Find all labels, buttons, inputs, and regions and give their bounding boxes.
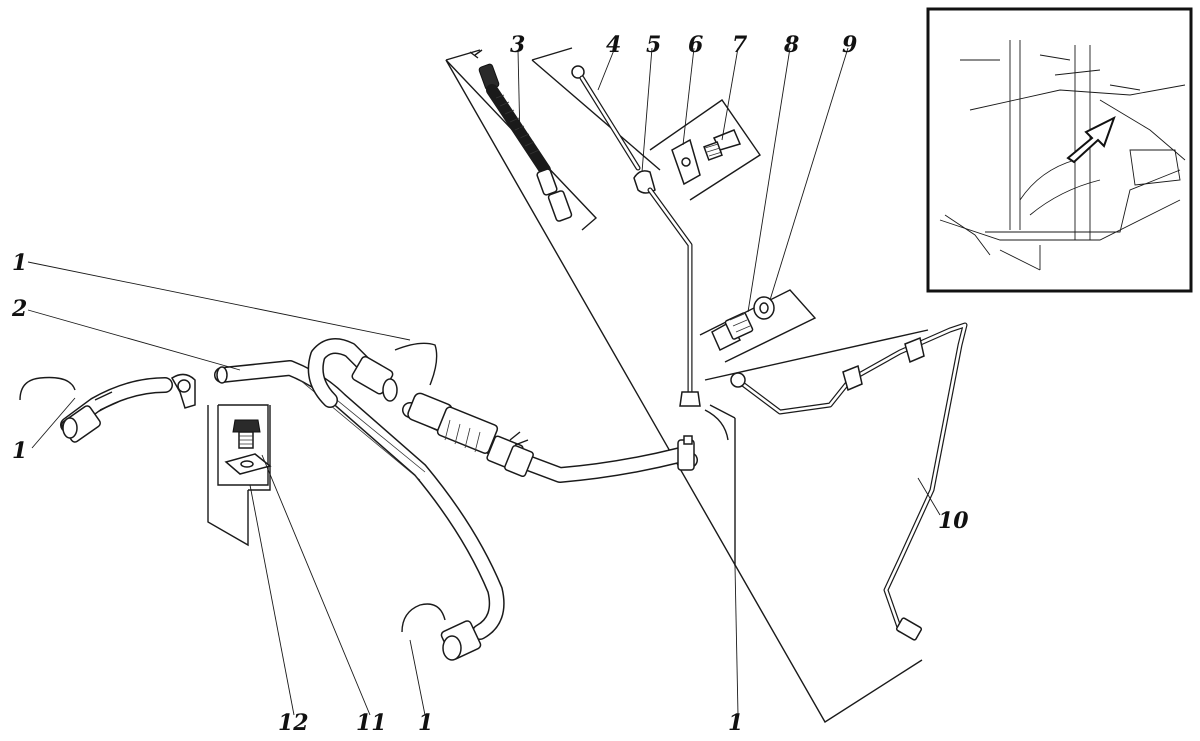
- callout-5: 5: [646, 32, 661, 58]
- vertical-tube: [647, 187, 701, 407]
- assembly-brace: [445, 59, 923, 723]
- callout-9: 9: [842, 32, 857, 58]
- callout-4: 4: [606, 32, 621, 58]
- callout-11: 11: [356, 710, 387, 736]
- tube-10-assembly: [704, 322, 968, 641]
- hose-3: [445, 49, 598, 231]
- tube-4: [531, 47, 661, 171]
- callout-1-upper-left: 1: [12, 250, 27, 276]
- callout-10: 10: [938, 508, 969, 534]
- inset-location-view: [926, 7, 1193, 293]
- callout-6: 6: [688, 32, 703, 58]
- spring-clips: [19, 342, 729, 633]
- union-washer-group: [699, 289, 817, 363]
- pipe-elbow: [307, 338, 398, 408]
- inset-arrow: [1066, 115, 1116, 164]
- hose-assembly: [402, 392, 698, 483]
- callout-1-left: 1: [12, 438, 27, 464]
- callout-3: 3: [510, 32, 525, 58]
- callout-1-bottom-right: 1: [728, 710, 743, 736]
- callout-2: 2: [11, 296, 27, 322]
- clip-plate-bolt-group: [633, 99, 761, 201]
- callout-7: 7: [732, 32, 748, 58]
- leader-lines: [27, 47, 941, 716]
- callout-labels: 1 2 1 3 4 5 6 7 8 9 10 12 11 1 1: [11, 32, 969, 736]
- bolt-plate-group: [207, 404, 272, 547]
- callout-12: 12: [278, 710, 309, 736]
- left-pipe-section: [60, 373, 196, 443]
- callout-8: 8: [783, 32, 799, 58]
- callout-1-bottom-mid: 1: [418, 710, 433, 736]
